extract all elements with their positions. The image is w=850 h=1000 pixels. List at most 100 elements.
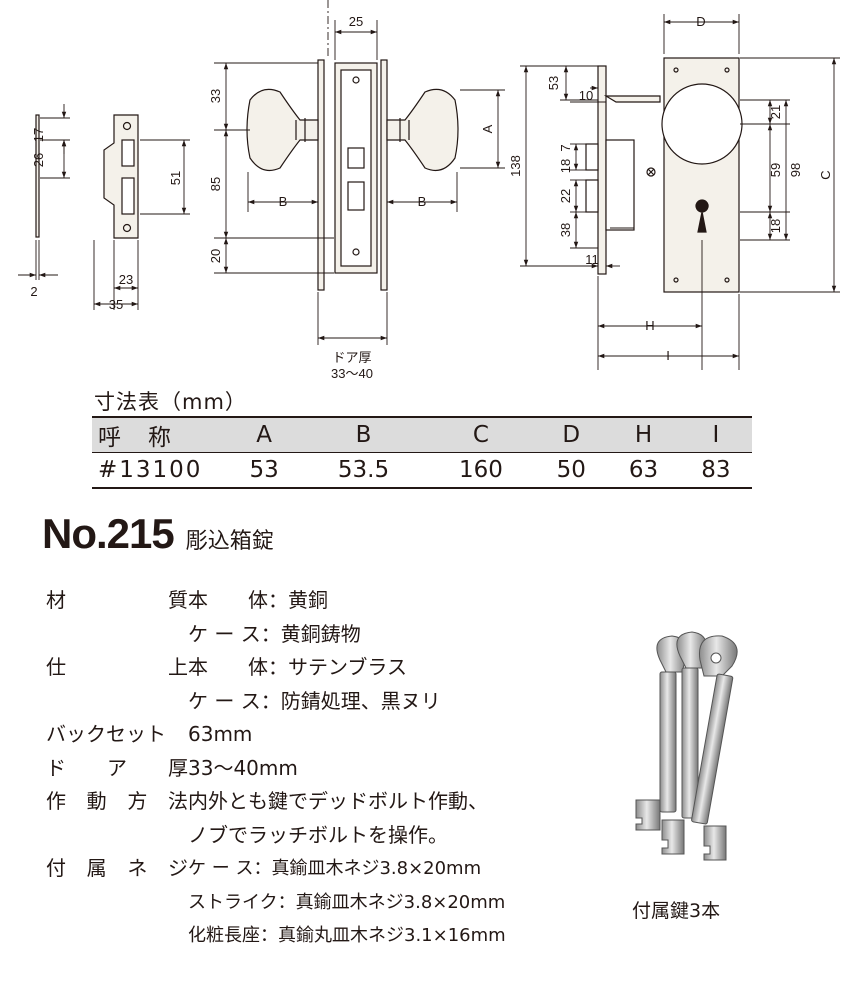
product-title: No.215 彫込箱錠 [42, 510, 274, 558]
spec-label: 仕上 [46, 651, 188, 685]
dim-label: B [418, 194, 427, 209]
dim-label: 85 [208, 177, 223, 191]
spec-value: ケ ー ス：真鍮皿木ネジ3.8×20mm [188, 858, 482, 879]
dim-label: 18 [558, 159, 573, 173]
spec-label-char: 厚 [168, 755, 188, 780]
dim-label: 2 [30, 284, 37, 299]
spec-value: 内外とも鍵でデッドボルト作動、 [188, 789, 488, 813]
lock-body-drawing [246, 59, 459, 291]
dim-label: 11 [585, 252, 599, 267]
dim-label: 10 [579, 88, 593, 103]
header-cell: D [562, 422, 581, 448]
dim-label: 26 [31, 153, 46, 167]
spec-label-char: ド [46, 755, 66, 780]
spec-label: 作動方法 [46, 785, 188, 819]
spec-value: ノブでラッチボルトを操作。 [188, 822, 448, 847]
spec-label-char: 質 [168, 588, 188, 612]
dim-label: ドア厚 [332, 350, 371, 365]
header-cell: 呼 称 [98, 425, 173, 451]
spec-value: ケ ー ス：黄銅鋳物 [188, 621, 361, 646]
spec-value: 63mm [188, 722, 253, 746]
spec-label: 材質 [46, 584, 188, 618]
table-cell: 53 [249, 457, 279, 483]
header-cell: B [355, 422, 372, 448]
spec-label-char: ア [107, 755, 127, 780]
spec-label: ドア厚 [46, 752, 188, 786]
spec-label-char: 材 [46, 588, 66, 612]
spec-label-char: 上 [168, 655, 188, 679]
table-cell: 160 [458, 457, 503, 483]
keys-icon [635, 631, 738, 861]
dim-label: 38 [558, 223, 573, 237]
spec-label: 付属ネジ [46, 852, 188, 886]
spec-value: ストライク：真鍮皿木ネジ3.8×20mm [188, 891, 506, 913]
dim-label: 25 [349, 14, 363, 29]
spec-label-char: 属 [86, 856, 107, 880]
spec-label-char: ジ [167, 856, 188, 880]
dim-label: C [818, 170, 833, 179]
table-header-row: 呼 称 A B C D H I [92, 417, 752, 453]
technical-drawing: 17 26 51 2 23 35 25 33 85 20 A B B ドア厚 3… [18, 0, 840, 381]
dim-label: 33 [208, 89, 223, 103]
spec-label-char: 作 [46, 789, 66, 813]
dim-label: 98 [788, 163, 803, 177]
spec-value: ケ ー ス：防錆処理、黒ヌリ [188, 688, 441, 713]
spec-list: 材質 本 体：黄銅 ケ ー ス：黄銅鋳物 仕上 本 体：サテンブラス ケ ー ス… [46, 584, 506, 953]
dim-label: 18 [768, 219, 783, 233]
header-cell: C [472, 422, 489, 448]
spec-value: 本 体：黄銅 [188, 588, 328, 612]
table-cell: 53.5 [337, 457, 390, 483]
dim-label: B [279, 194, 288, 209]
dim-label: 53 [546, 76, 561, 90]
dim-label: 59 [768, 163, 783, 177]
spec-row: バックセット 63mm [46, 718, 506, 752]
spec-row: ストライク：真鍮皿木ネジ3.8×20mm [46, 886, 506, 920]
table-cell: 50 [556, 457, 586, 483]
spec-label-char: 仕 [46, 655, 66, 679]
header-cell: A [256, 422, 272, 448]
dim-label: 21 [768, 105, 783, 119]
spec-label-char: 動 [86, 789, 107, 813]
dim-label: 51 [168, 171, 183, 185]
spec-value: 33〜40mm [188, 755, 298, 780]
spec-label: バックセット [46, 718, 188, 752]
dim-label: 33〜40 [331, 366, 373, 381]
spec-row: 化粧長座：真鍮丸皿木ネジ3.1×16mm [46, 919, 506, 953]
escutcheon-drawing [585, 57, 743, 293]
dim-label: 7 [558, 144, 573, 151]
spec-row: 付属ネジ ケ ー ス：真鍮皿木ネジ3.8×20mm [46, 852, 506, 886]
spec-label-char: バックセット [46, 722, 166, 746]
dim-label: I [666, 348, 670, 363]
spec-row: 材質 本 体：黄銅 [46, 584, 506, 618]
dim-label: 22 [558, 189, 573, 203]
dim-label: 138 [508, 155, 523, 177]
dim-label: 17 [31, 128, 46, 142]
spec-row: 作動方法 内外とも鍵でデッドボルト作動、 [46, 785, 506, 819]
dim-label: 35 [109, 297, 123, 312]
spec-label-char: 法 [167, 789, 188, 813]
spec-row: ノブでラッチボルトを操作。 [46, 819, 506, 853]
spec-label-char: 付 [46, 856, 66, 880]
spec-row: ケ ー ス：防錆処理、黒ヌリ [46, 685, 506, 719]
keys-caption: 付属鍵3本 [632, 900, 721, 922]
dim-label: 20 [208, 249, 223, 263]
table-row: #13100 53 53.5 160 50 63 83 [92, 453, 752, 488]
dim-label: 23 [119, 272, 133, 287]
spec-label-char: 方 [127, 789, 148, 813]
header-cell: H [634, 422, 653, 448]
spec-row: ド ア 厚 33〜40mm [46, 752, 506, 786]
table-caption: 寸法表（mm） [94, 390, 247, 414]
spec-value: 化粧長座：真鍮丸皿木ネジ3.1×16mm [188, 925, 506, 946]
dim-label: A [480, 124, 495, 133]
header-cell: I [712, 422, 720, 448]
spec-label-char: ネ [127, 856, 148, 880]
table-cell: 83 [701, 457, 731, 483]
strike-plate-drawing [35, 114, 139, 239]
product-name: 彫込箱錠 [185, 529, 274, 554]
table-cell: 63 [628, 457, 659, 483]
spec-row: ケ ー ス：黄銅鋳物 [46, 618, 506, 652]
spec-row: 仕上 本 体：サテンブラス [46, 651, 506, 685]
dim-label: D [696, 14, 705, 29]
spec-value: 本 体：サテンブラス [188, 655, 407, 679]
table-cell: #13100 [98, 457, 203, 483]
